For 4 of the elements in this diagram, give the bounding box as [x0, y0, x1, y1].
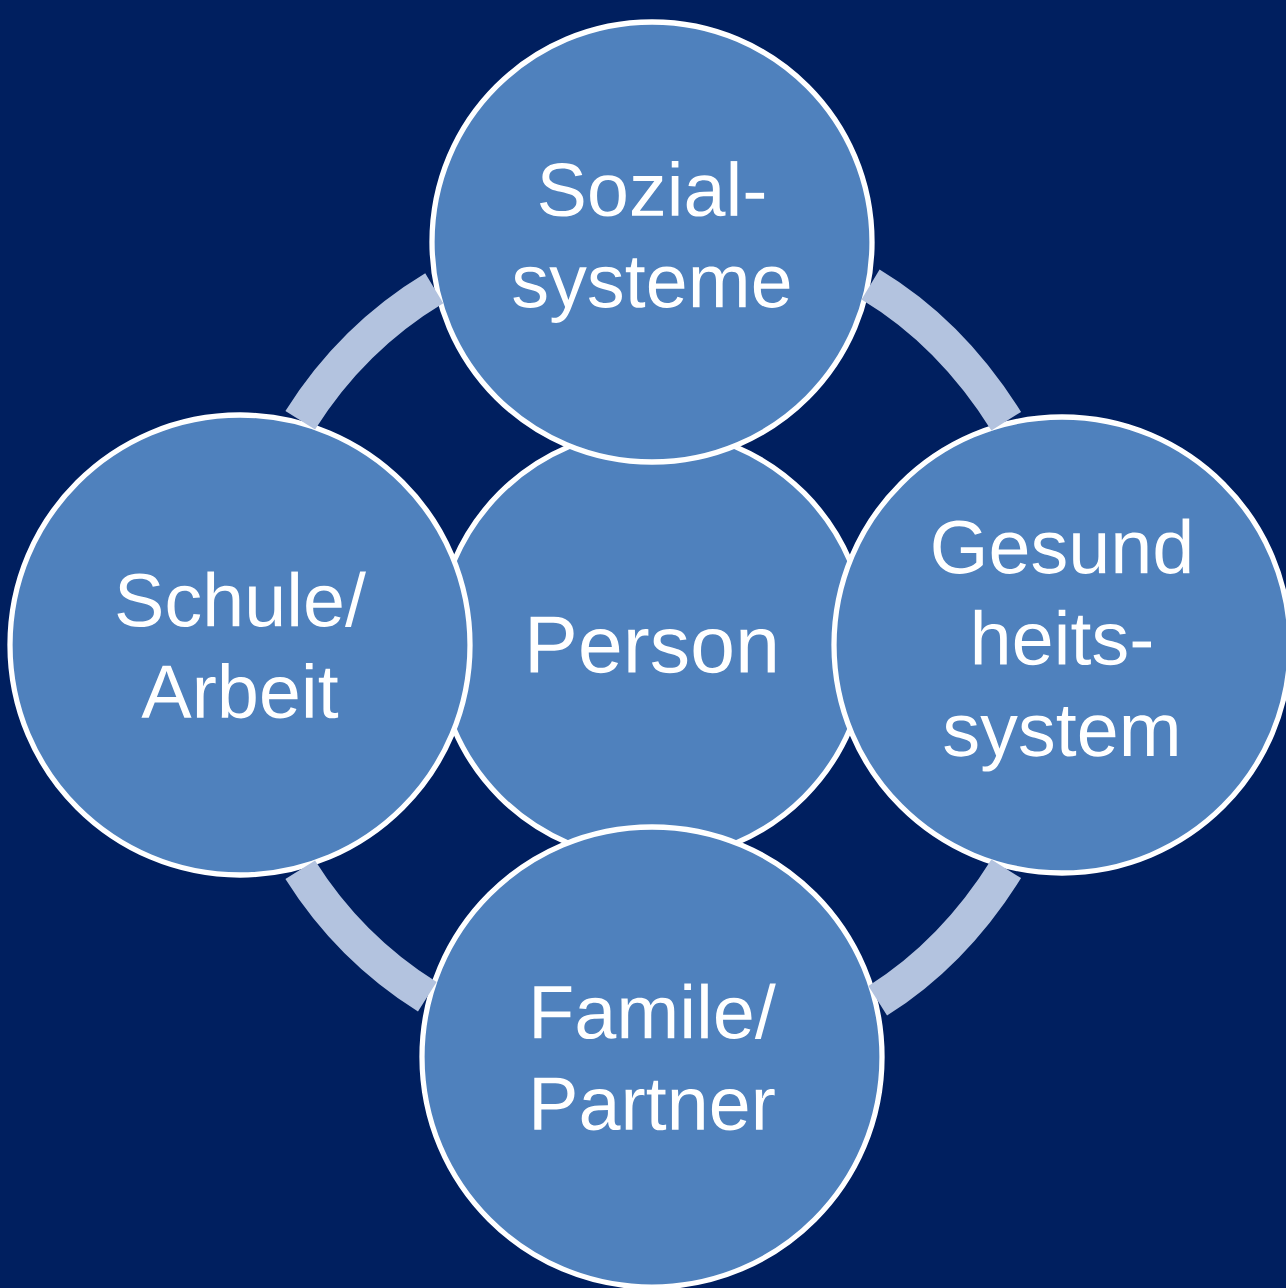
ring-arc [861, 269, 1021, 431]
ring-arc [868, 859, 1021, 1016]
ring-arc [285, 273, 444, 430]
ring-arc [285, 860, 437, 1012]
